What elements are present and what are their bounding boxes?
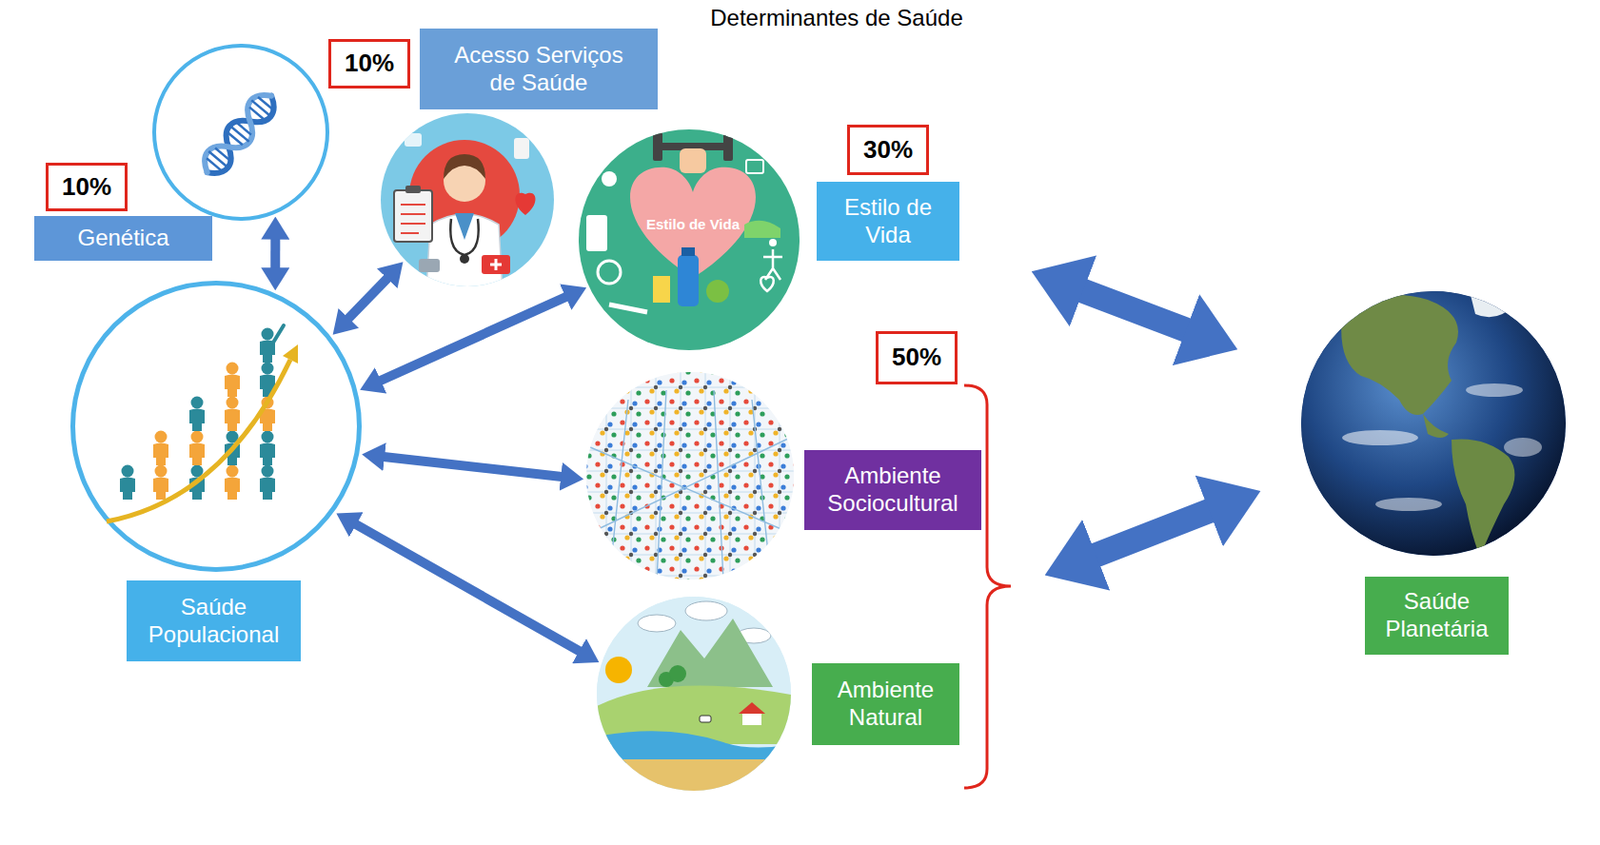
- circle-outline: [596, 596, 791, 791]
- circle-outline: [380, 113, 554, 287]
- percent-badge: 10%: [328, 39, 411, 89]
- double-arrow: [1082, 290, 1187, 331]
- circle-node: Saúde Planetária: [1301, 291, 1566, 556]
- double-arrow: [348, 277, 389, 319]
- circle-node: Estilo de Vida30%Estilo de Vida: [578, 124, 960, 351]
- node-label: Genética: [34, 216, 213, 261]
- earth-globe: [1301, 291, 1566, 556]
- percent-badge: 10%: [45, 162, 128, 212]
- circle-outline: [578, 129, 800, 351]
- node-label: Ambiente Sociocultural: [804, 450, 982, 531]
- percent-badge: 30%: [847, 124, 929, 176]
- circle-outline: [586, 372, 794, 580]
- earth-globe: [1301, 291, 1566, 557]
- circle-node: 10%Genética: [152, 43, 330, 221]
- circle-node: Ambiente Natural: [596, 596, 791, 791]
- circle-outline: [1301, 291, 1566, 556]
- circle-outline: [578, 129, 800, 351]
- double-arrow: [270, 238, 280, 270]
- diagram-title: Determinantes de Saúde: [598, 1, 1075, 35]
- double-arrow: [383, 456, 562, 477]
- circle-outline: [380, 113, 554, 287]
- circle-node: Ambiente Sociocultural: [586, 372, 794, 580]
- node-label: Saúde Populacional: [126, 580, 301, 662]
- double-arrow: [379, 296, 567, 382]
- circle-outline: [70, 280, 362, 573]
- circle-outline: [152, 43, 330, 221]
- node-label: Ambiente Natural: [811, 663, 960, 746]
- circle-node: 10%Acesso Serviços de Saúde: [380, 113, 554, 287]
- circle-outline: [73, 283, 360, 571]
- double-arrow: [1095, 511, 1210, 556]
- node-label: Saúde Planetária: [1364, 576, 1509, 655]
- circle-outline: [154, 45, 328, 219]
- crowd-network: [586, 372, 794, 580]
- percent-badge: 50%: [875, 331, 958, 385]
- circle-outline: [1301, 291, 1566, 556]
- node-label: Acesso Serviços de Saúde: [419, 28, 658, 110]
- circle-outline: [596, 596, 791, 791]
- node-label: Estilo de Vida: [816, 181, 960, 261]
- nature-landscape: [596, 596, 791, 791]
- crowd-network: [586, 372, 794, 581]
- nature-landscape: [596, 596, 791, 791]
- circle-outline: [586, 372, 794, 580]
- inner-label: Estilo de Vida: [635, 211, 751, 238]
- group-bracket: [964, 385, 1011, 789]
- double-arrow: [355, 524, 580, 652]
- circle-node: Saúde Populacional: [70, 280, 362, 573]
